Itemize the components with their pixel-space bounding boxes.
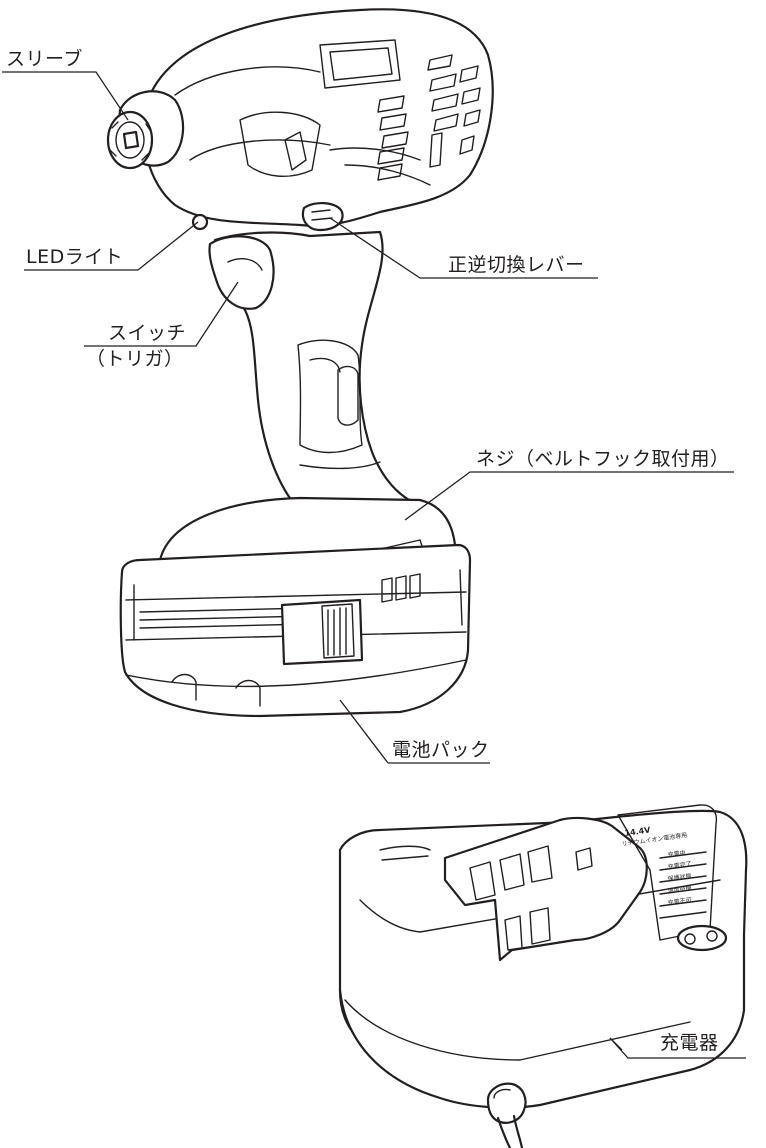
charger-voltage-text: 14.4V [624,825,652,838]
reverse-lever-part [301,202,344,232]
charger-row-3: 保護状態 [667,872,692,883]
led-light-part [191,213,209,231]
cooling-vents [377,54,481,181]
charger [338,804,748,1148]
label-charger: 充電器 [660,1032,719,1054]
label-switch: スイッチ [108,322,187,344]
indicator-panel [659,851,707,919]
label-switch-trigger: （トリガ） [86,348,184,370]
charger-row-1: 充電中 [667,849,686,859]
trigger-part [208,235,275,310]
label-battery-pack: 電池パック [392,739,490,761]
impact-driver [106,8,494,718]
charger-row-2: 充電完了 [667,860,692,871]
driver-housing [142,8,494,227]
leader-lines [2,71,746,1059]
label-belt-hook-screw: ネジ（ベルトフック取付用） [476,448,730,470]
power-cord [486,1082,527,1148]
charger-row-4: 温度待機 [667,884,692,895]
label-sleeve: スリーブ [6,48,83,70]
label-reverse-lever: 正逆切換レバー [448,254,585,276]
charger-front [338,933,746,1109]
charger-rail [443,816,648,962]
sleeve-part [106,110,154,170]
label-led-light: LEDライト [26,246,124,268]
battery-latch [280,598,364,666]
charger-row-5: 充電不可 [667,896,692,907]
